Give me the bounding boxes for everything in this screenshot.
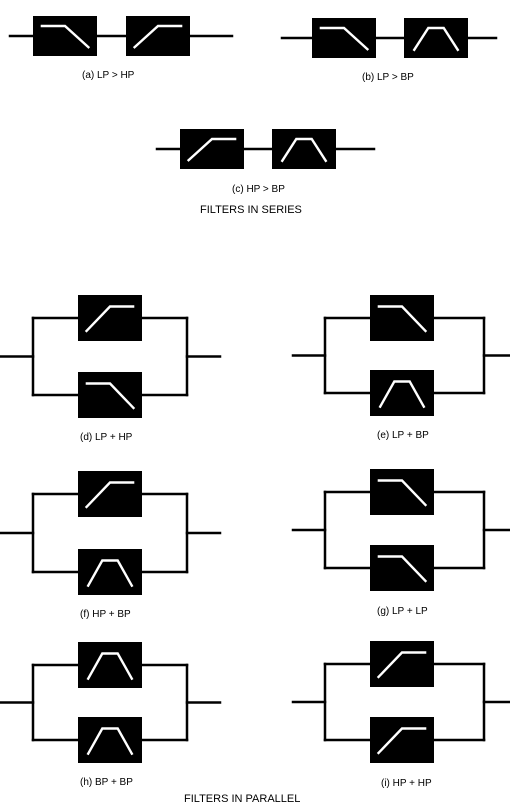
filter-box <box>370 641 434 687</box>
caption-parallel-i: (i) HP + HP <box>381 778 432 789</box>
highpass-filter-icon <box>132 24 183 49</box>
filter-box <box>78 549 142 595</box>
highpass-filter-icon <box>84 305 135 333</box>
filter-box <box>404 18 468 58</box>
bandpass-filter-icon <box>86 727 134 756</box>
filter-box <box>370 717 434 763</box>
highpass-filter-icon <box>376 727 427 755</box>
bandpass-filter-icon <box>86 559 134 588</box>
caption-parallel-g: (g) LP + LP <box>377 606 428 617</box>
highpass-filter-icon <box>186 137 237 162</box>
filter-box <box>78 471 142 517</box>
caption-series-a: (a) LP > HP <box>82 70 135 81</box>
filter-box <box>78 372 142 418</box>
filter-box <box>33 16 97 56</box>
lowpass-filter-icon <box>319 26 370 51</box>
caption-parallel-f: (f) HP + BP <box>80 609 131 620</box>
bandpass-filter-icon <box>280 137 328 163</box>
bandpass-filter-icon <box>378 380 426 409</box>
filter-box <box>272 129 336 169</box>
filter-box <box>180 129 244 169</box>
caption-parallel-h: (h) BP + BP <box>80 777 133 788</box>
highpass-filter-icon <box>84 481 135 509</box>
caption-series-b: (b) LP > BP <box>362 72 414 83</box>
filter-box <box>78 717 142 763</box>
bandpass-filter-icon <box>86 652 134 681</box>
parallel-title: FILTERS IN PARALLEL <box>184 793 301 805</box>
highpass-filter-icon <box>376 651 427 679</box>
caption-series-c: (c) HP > BP <box>232 184 285 195</box>
lowpass-filter-icon <box>85 382 136 410</box>
lowpass-filter-icon <box>377 479 428 507</box>
lowpass-filter-icon <box>40 24 91 49</box>
filter-box <box>78 642 142 688</box>
lowpass-filter-icon <box>377 305 428 333</box>
caption-parallel-d: (d) LP + HP <box>80 432 133 443</box>
bandpass-filter-icon <box>412 26 460 52</box>
series-title: FILTERS IN SERIES <box>200 204 302 216</box>
filter-box <box>312 18 376 58</box>
filter-box <box>370 295 434 341</box>
caption-parallel-e: (e) LP + BP <box>377 430 429 441</box>
filter-box <box>78 295 142 341</box>
filter-box <box>370 469 434 515</box>
filter-box <box>126 16 190 56</box>
lowpass-filter-icon <box>377 555 428 583</box>
filter-box <box>370 545 434 591</box>
filter-box <box>370 370 434 416</box>
